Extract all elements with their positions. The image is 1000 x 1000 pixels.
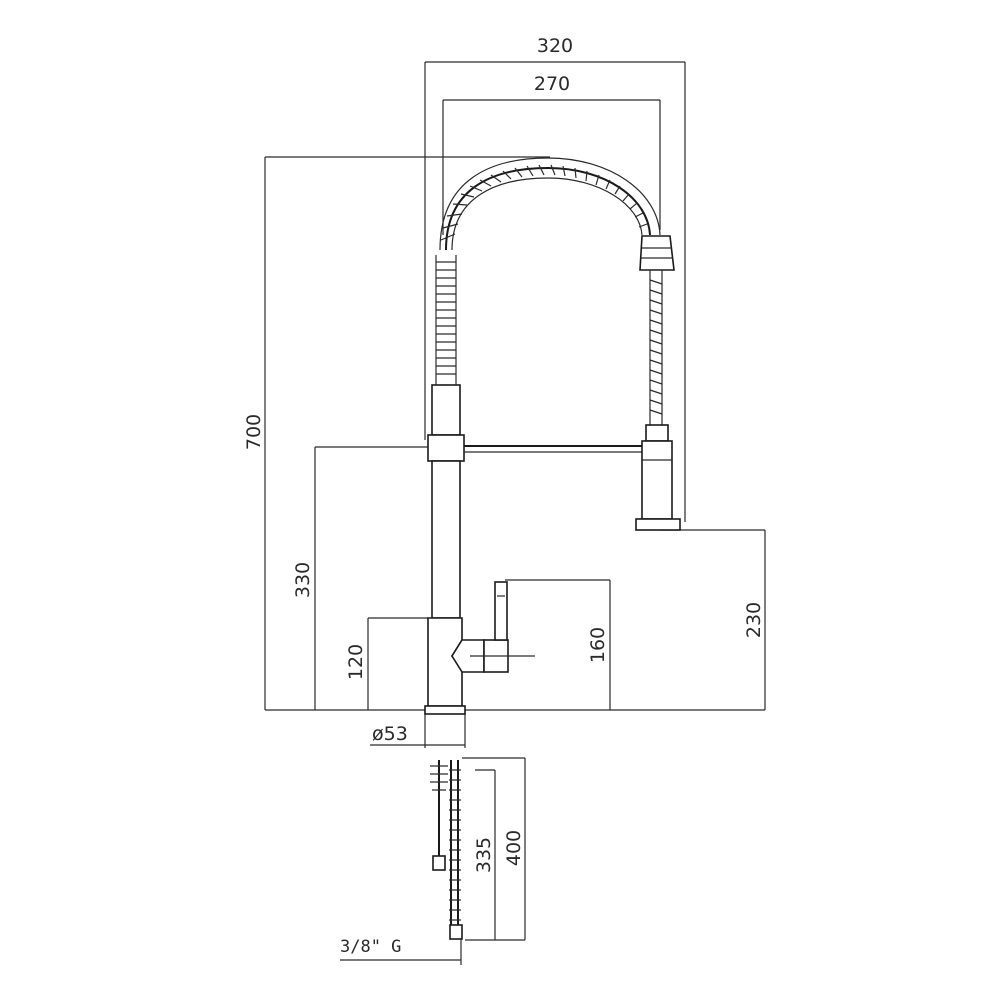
label-spout-height: 230 <box>743 602 765 638</box>
label-hose-length: 400 <box>503 830 525 866</box>
dim-total-height: 700 <box>243 156 550 710</box>
label-spout-reach: 270 <box>534 73 570 95</box>
label-total-height: 700 <box>243 414 265 450</box>
supply-hoses <box>430 760 463 965</box>
dim-body-height: 120 <box>345 617 428 710</box>
spray-holder-collar <box>427 434 465 462</box>
dim-spray-height: 330 <box>292 446 428 710</box>
dim-shank-length: 335 <box>465 769 525 941</box>
spray-nozzle-top <box>639 235 675 271</box>
hose-connector <box>449 924 463 940</box>
dim-hose-length: 400 <box>462 757 526 940</box>
label-body-height: 120 <box>345 644 367 680</box>
dim-spout-reach: 270 <box>442 73 661 235</box>
label-base-diameter: ø53 <box>372 723 408 745</box>
dim-lever-height: 160 <box>505 579 611 710</box>
label-lever-height: 160 <box>587 627 609 663</box>
label-spray-height: 330 <box>292 562 314 598</box>
base-flange <box>424 705 466 715</box>
spray-body <box>641 440 673 520</box>
label-overall-width: 320 <box>537 35 573 57</box>
faucet-column-lower <box>431 460 461 619</box>
faucet-column-upper <box>431 384 461 436</box>
spray-outlet <box>635 518 681 531</box>
label-connection: 3/8" G <box>340 937 401 957</box>
dim-overall-width: 320 <box>424 35 686 522</box>
dim-base-diameter: ø53 <box>370 710 466 748</box>
lever-handle <box>494 581 508 641</box>
dim-connection: 3/8" G <box>340 937 461 961</box>
dim-spout-height: 230 <box>660 529 766 710</box>
lever-hub <box>451 639 485 673</box>
spring-spout <box>435 157 681 531</box>
spray-handle <box>645 424 669 442</box>
label-shank-length: 335 <box>473 837 495 873</box>
